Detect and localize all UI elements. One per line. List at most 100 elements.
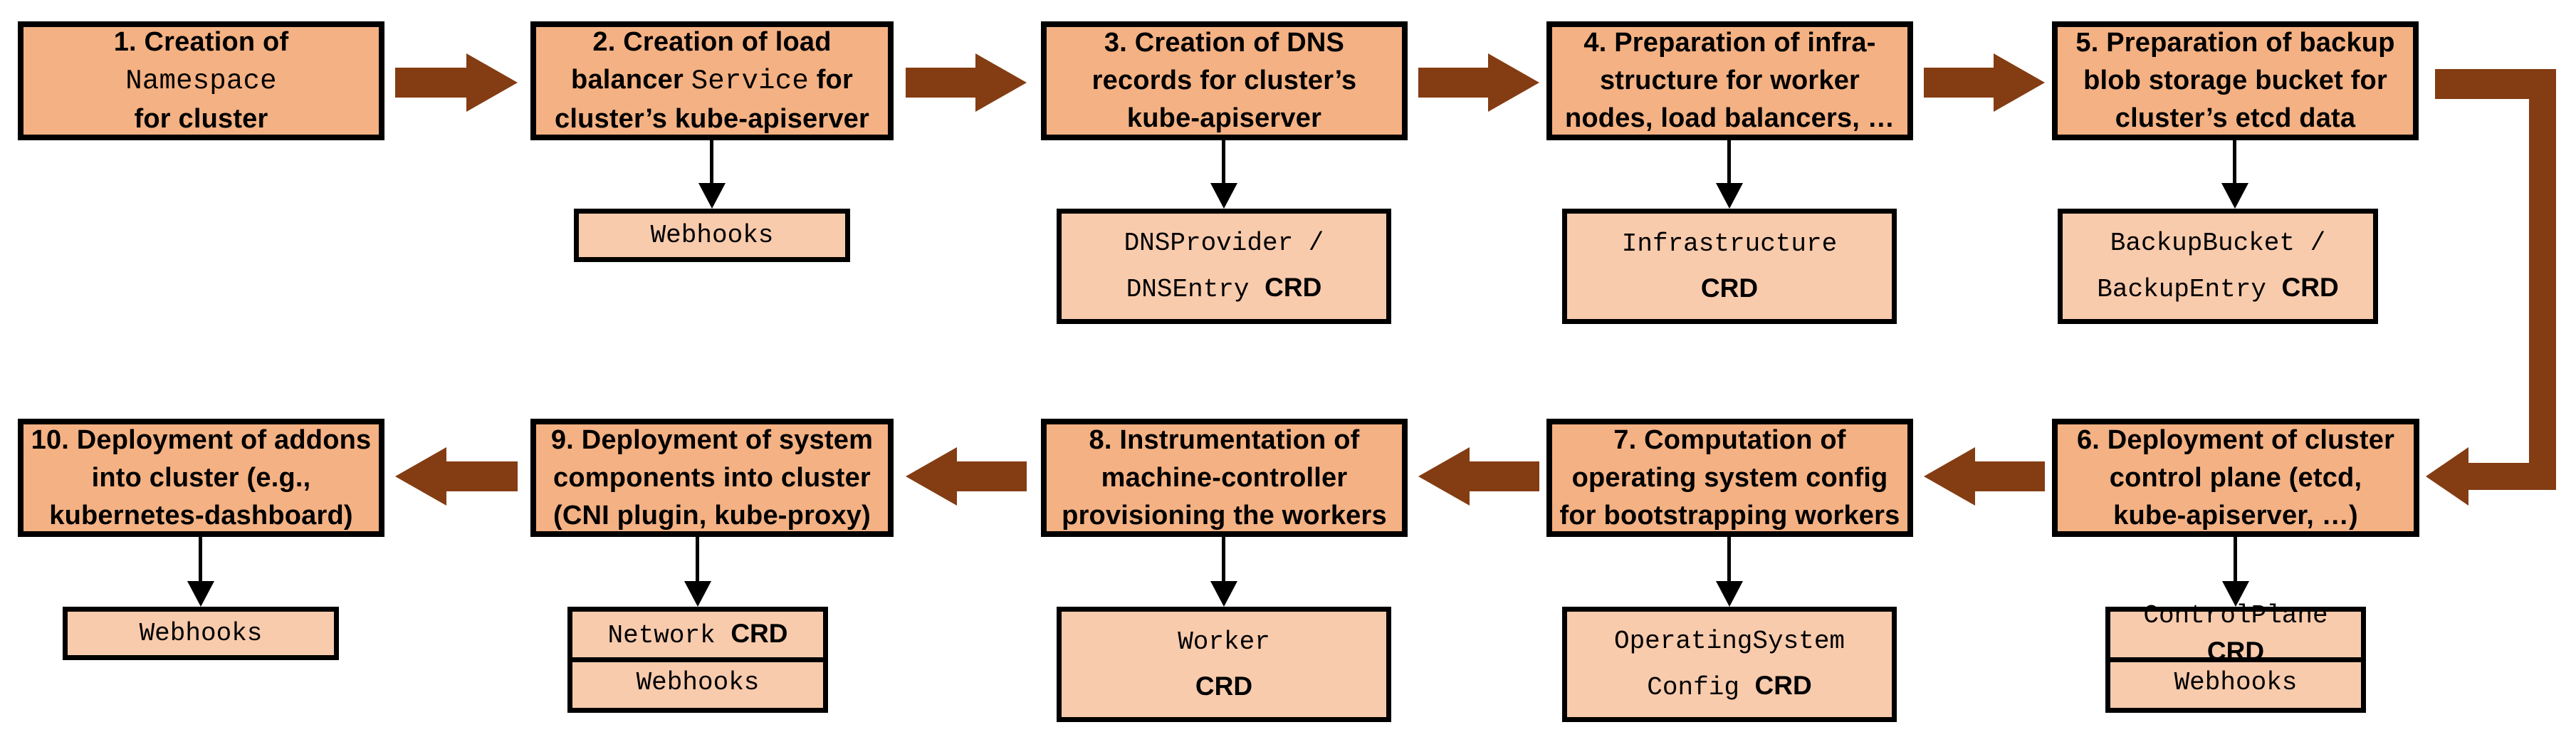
- flow-arrow-6-7: [1924, 447, 2045, 506]
- artifact-webhooks-10: Webhooks: [63, 607, 339, 660]
- arrowhead-left-icon: [2426, 447, 2468, 506]
- artifact-worker-crd: Worker CRD: [1057, 607, 1391, 722]
- arrow-line: [696, 537, 699, 582]
- step-10-label: 10. Deployment of addons into cluster (e…: [31, 422, 372, 535]
- arrowhead-down-icon: [698, 183, 726, 209]
- artifact-cell-network-crd: Network CRD: [572, 612, 823, 657]
- artifact-label: Infrastructure CRD: [1622, 220, 1837, 313]
- code-segment: Infrastructure: [1621, 229, 1838, 258]
- code-segment: ControlPlane: [2143, 600, 2328, 630]
- artifact-cell-webhooks: Webhooks: [2110, 657, 2361, 703]
- flow-arrow-7-8: [1418, 447, 1539, 506]
- step-8-box: 8. Instrumentation of machine-controller…: [1041, 419, 1408, 537]
- arrow-shaft: [1924, 68, 1995, 98]
- artifact-label: OperatingSystem Config CRD: [1614, 620, 1845, 710]
- crd-segment: CRD: [2281, 272, 2339, 302]
- arrow-line: [710, 140, 713, 184]
- arrowhead-down-icon: [1716, 581, 1743, 607]
- code-segment: Namespace: [125, 66, 277, 97]
- artifact-osc-crd: OperatingSystem Config CRD: [1562, 607, 1897, 722]
- step-6-box: 6. Deployment of cluster control plane (…: [2052, 419, 2419, 537]
- arrow-line: [2233, 140, 2236, 184]
- flow-arrow-1-2: [395, 53, 518, 112]
- connector-bottom-segment: [2465, 463, 2556, 490]
- crd-segment: CRD: [731, 618, 788, 648]
- arrow-line: [1222, 140, 1225, 184]
- step-8-label: 8. Instrumentation of machine-controller…: [1062, 422, 1387, 535]
- arrowhead-left-icon: [1418, 447, 1470, 506]
- connector-vertical-segment: [2529, 69, 2556, 490]
- step-5-label: 5. Preparation of backup blob storage bu…: [2075, 24, 2394, 137]
- arrowhead-down-icon: [187, 581, 214, 607]
- label-segment: 10. Deployment of addons into cluster (e…: [31, 424, 372, 531]
- arrowhead-right-icon: [1994, 53, 2045, 112]
- arrowhead-down-icon: [1716, 183, 1743, 209]
- arrow-line: [2234, 537, 2237, 582]
- step-3-label: 3. Creation of DNS records for cluster’s…: [1092, 24, 1357, 137]
- step-2-label: 2. Creation of load balancer Service for…: [555, 23, 869, 138]
- step-9-label: 9. Deployment of system components into …: [551, 422, 873, 535]
- arrow-shaft: [395, 68, 468, 98]
- label-segment: 6. Deployment of cluster control plane (…: [2076, 424, 2395, 531]
- label-segment: 5. Preparation of backup blob storage bu…: [2075, 28, 2395, 133]
- artifact-network-stack: Network CRD Webhooks: [567, 607, 828, 713]
- artifact-dns-crd: DNSProvider / DNSEntry CRD: [1057, 209, 1391, 324]
- code-segment: BackupBucket / BackupEntry: [2097, 228, 2326, 304]
- arrow-line: [199, 537, 202, 582]
- artifact-label: Webhooks: [636, 667, 760, 697]
- arrowhead-down-icon: [1210, 581, 1237, 607]
- label-segment: 8. Instrumentation of machine-controller…: [1062, 424, 1387, 531]
- artifact-cell-controlplane-crd: ControlPlane CRD: [2110, 601, 2361, 666]
- step-5-box: 5. Preparation of backup blob storage bu…: [2052, 21, 2419, 140]
- arrow-shaft: [1468, 461, 1539, 491]
- arrowhead-down-icon: [2221, 183, 2248, 209]
- step-10-box: 10. Deployment of addons into cluster (e…: [18, 419, 384, 537]
- artifact-label: Webhooks: [2174, 667, 2298, 697]
- arrow-shaft: [1974, 461, 2045, 491]
- crd-segment: CRD: [1700, 273, 1759, 303]
- label-segment: 1. Creation of: [113, 27, 289, 57]
- step-1-box: 1. Creation of Namespace for cluster: [18, 21, 384, 140]
- artifact-backup-crd: BackupBucket / BackupEntry CRD: [2058, 209, 2378, 324]
- step-6-label: 6. Deployment of cluster control plane (…: [2077, 422, 2394, 535]
- arrowhead-down-icon: [2222, 581, 2249, 607]
- label-segment: 2. Creation of load balancer: [571, 27, 832, 95]
- arrow-shaft: [955, 461, 1027, 491]
- flow-arrow-2-3: [906, 53, 1027, 112]
- label-segment: for cluster: [134, 104, 268, 134]
- arrowhead-left-icon: [395, 447, 446, 506]
- label-segment: 3. Creation of DNS records for cluster’s…: [1091, 28, 1357, 133]
- arrow-line: [1222, 537, 1225, 582]
- step-1-label: 1. Creation of Namespace for cluster: [114, 23, 289, 138]
- flow-arrow-3-4: [1418, 53, 1539, 112]
- artifact-controlplane-stack: ControlPlane CRD Webhooks: [2105, 601, 2366, 713]
- artifact-infrastructure-crd: Infrastructure CRD: [1562, 209, 1897, 324]
- artifact-label: Worker CRD: [1178, 618, 1270, 711]
- flow-arrow-8-9: [906, 447, 1027, 506]
- crd-segment: CRD: [1754, 670, 1812, 700]
- step-4-box: 4. Preparation of infra- structure for w…: [1546, 21, 1913, 140]
- step-4-label: 4. Preparation of infra- structure for w…: [1565, 24, 1895, 137]
- artifact-cell-webhooks: Webhooks: [572, 657, 823, 703]
- arrowhead-right-icon: [975, 53, 1027, 112]
- arrow-shaft: [906, 68, 977, 98]
- arrow-line: [1727, 140, 1731, 184]
- artifact-label: BackupBucket / BackupEntry CRD: [2097, 221, 2338, 312]
- arrowhead-left-icon: [906, 447, 957, 506]
- arrow-shaft: [445, 461, 518, 491]
- label-segment: for cluster’s kube-apiserver: [554, 65, 870, 134]
- crd-segment: CRD: [1195, 672, 1253, 701]
- artifact-webhooks-2: Webhooks: [574, 209, 850, 262]
- artifact-label: Webhooks: [650, 220, 774, 250]
- crd-segment: CRD: [1265, 272, 1322, 302]
- code-segment: Network: [607, 620, 731, 650]
- code-segment: Worker: [1178, 627, 1270, 657]
- arrowhead-down-icon: [684, 581, 711, 607]
- label-segment: 7. Computation of operating system confi…: [1559, 424, 1900, 531]
- artifact-label: Webhooks: [139, 618, 263, 648]
- flow-arrow-4-5: [1924, 53, 2045, 112]
- step-9-box: 9. Deployment of system components into …: [530, 419, 894, 537]
- artifact-label: DNSProvider / DNSEntry CRD: [1124, 221, 1324, 312]
- arrow-line: [1727, 537, 1731, 582]
